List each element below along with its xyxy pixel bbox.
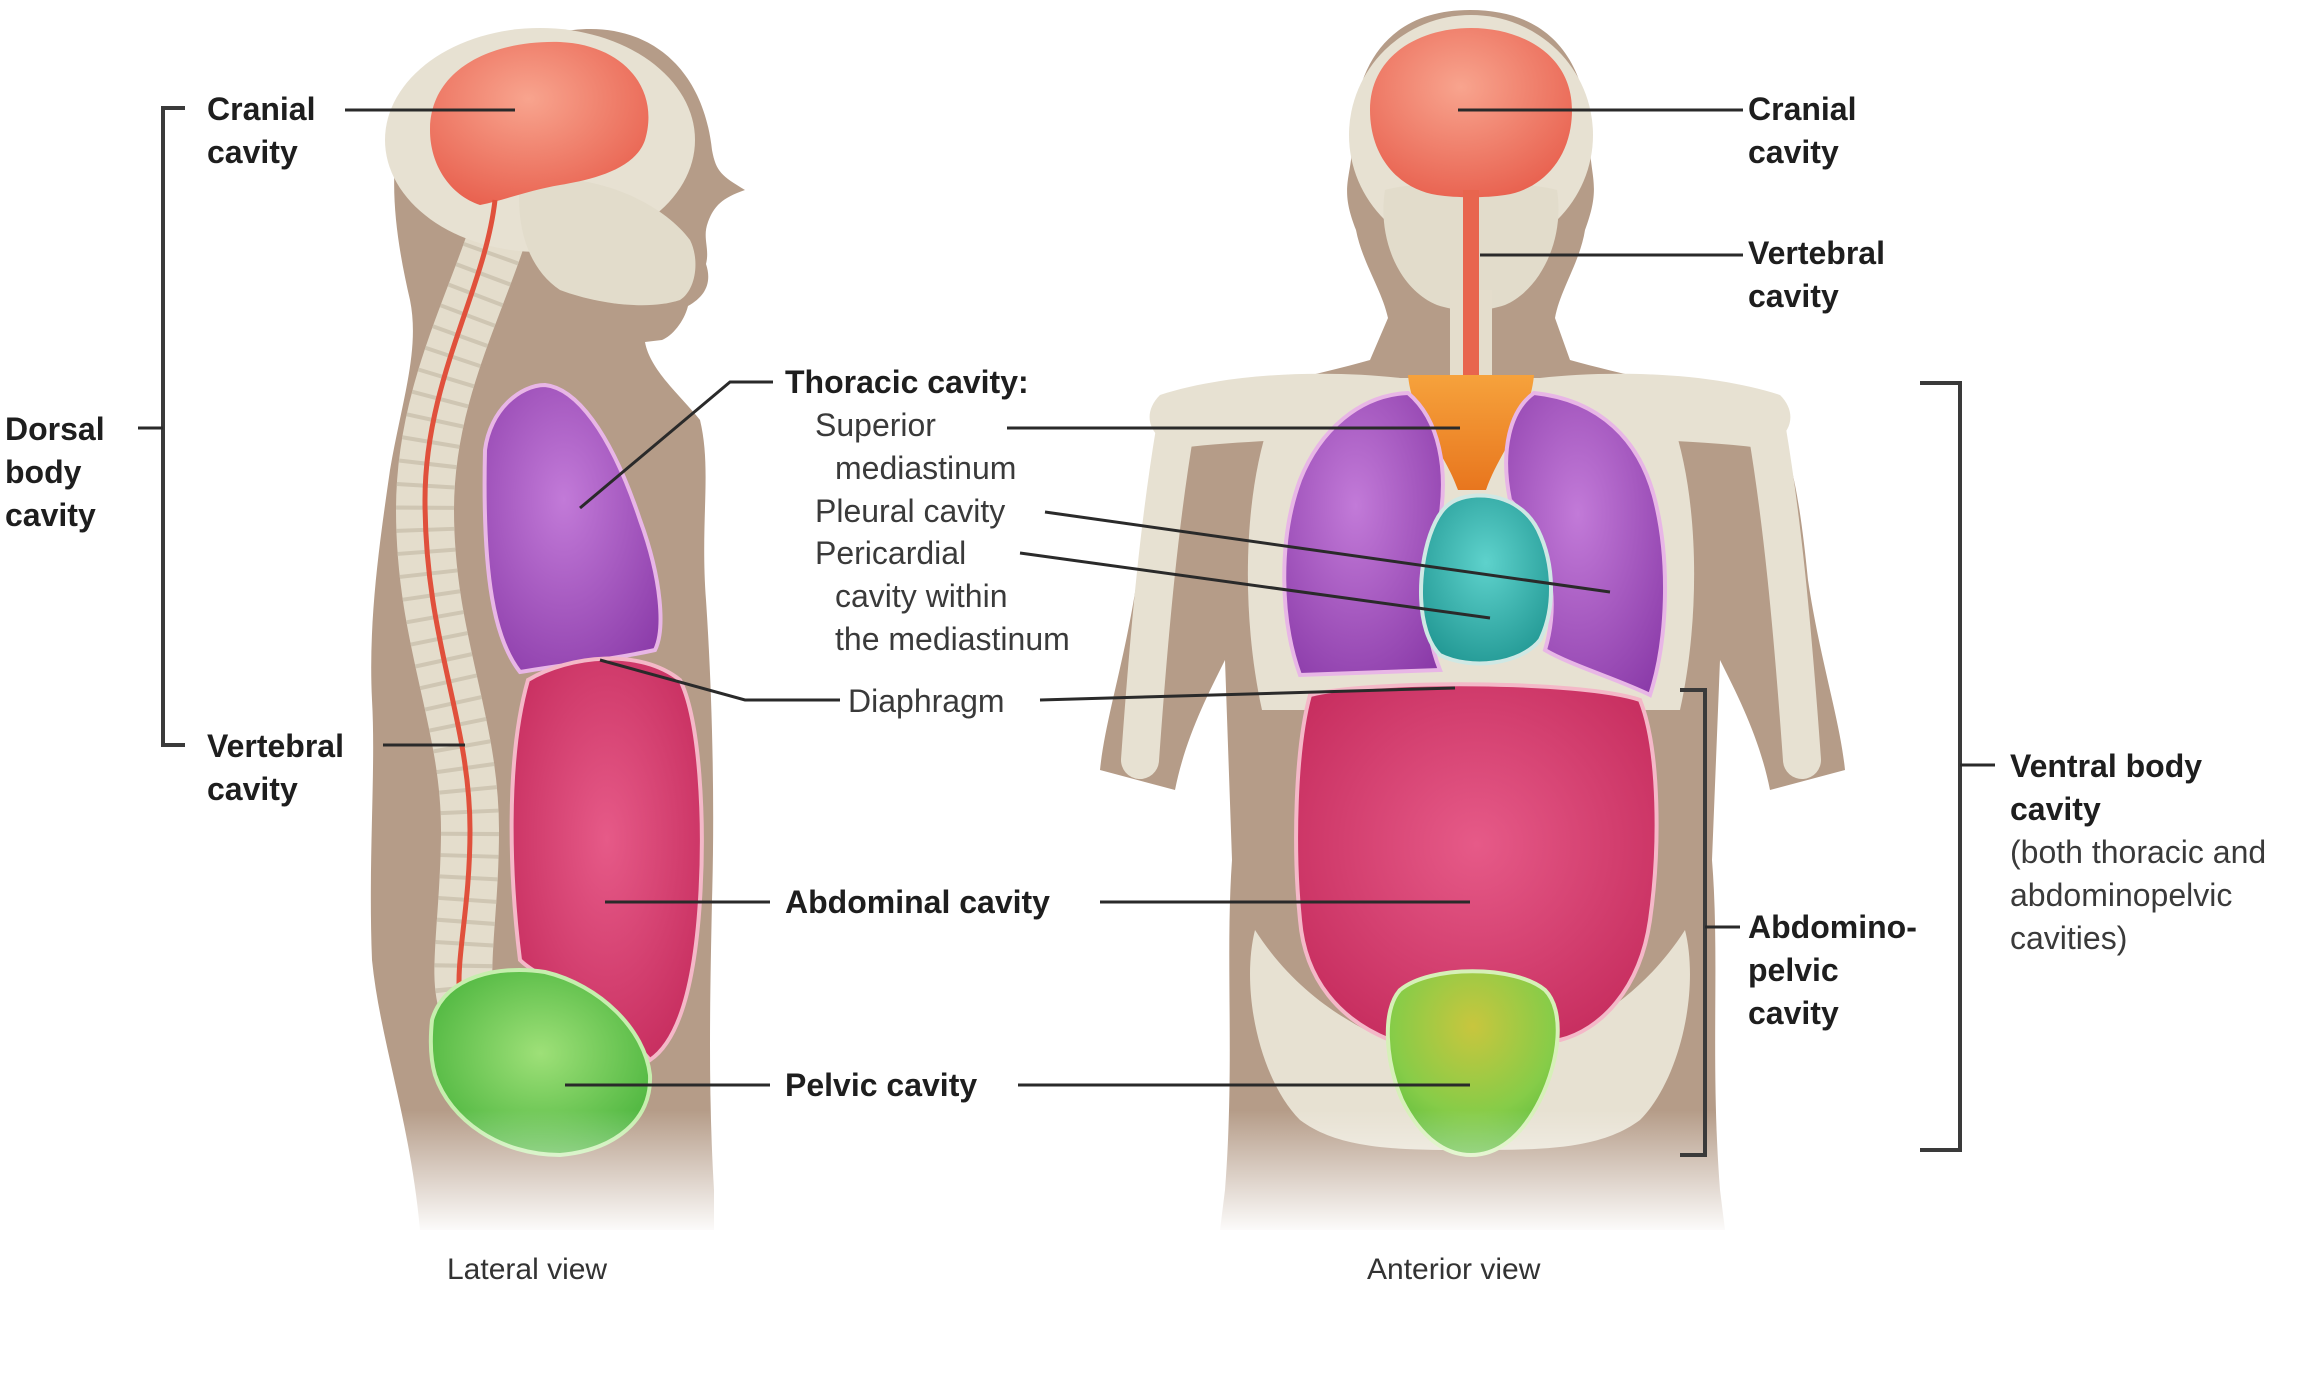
label-dorsal-body-cavity: Dorsal body cavity: [5, 408, 105, 537]
label-line: cavity: [2010, 791, 2101, 827]
abdominopelvic-bracket: [1680, 688, 1707, 1157]
thoracic-line: [579, 380, 773, 510]
label-line: body: [5, 454, 82, 490]
label-line: the mediastinum: [835, 621, 1070, 657]
label-pericardial-cavity: Pericardial cavity within the mediastinu…: [815, 532, 1070, 661]
label-line: (both thoracic and: [2010, 834, 2267, 870]
anterior-pelvis: [1250, 930, 1690, 1150]
ventral-bracket: [1920, 381, 1962, 1152]
label-line: Ventral body: [2010, 748, 2203, 784]
anterior-view-figure: [1100, 10, 1860, 1235]
label-diaphragm: Diaphragm: [848, 683, 1005, 719]
label-line: Dorsal: [5, 411, 105, 447]
leader-lines: [138, 106, 1995, 1157]
anterior-cranial-cavity: [1370, 28, 1572, 198]
label-line: Superior: [815, 407, 936, 443]
label-pelvic-cavity: Pelvic cavity: [785, 1067, 978, 1103]
label-line: cavity: [207, 771, 298, 807]
pericardial-line: [1019, 551, 1491, 620]
lateral-view-figure: [370, 28, 745, 1235]
lateral-face-bones: [519, 178, 696, 306]
diaphragm-line-left: [599, 658, 840, 702]
label-thoracic-cavity: Thoracic cavity:: [785, 364, 1029, 400]
lateral-fade: [370, 1110, 730, 1235]
label-ventral-note: (both thoracic and abdominopelvic caviti…: [2010, 831, 2266, 960]
label-line: Abdomino-: [1748, 909, 1917, 945]
label-line: Pericardial: [815, 535, 967, 571]
label-line: cavity: [1748, 995, 1839, 1031]
anterior-fade: [1100, 1110, 1860, 1235]
lateral-cranial-cavity: [430, 41, 649, 205]
label-line: cavity: [5, 497, 96, 533]
label-vertebral-cavity-left: Vertebral cavity: [207, 725, 344, 811]
label-line: cavity: [1748, 278, 1839, 314]
label-line: Cranial: [207, 91, 316, 127]
dorsal-bracket: [161, 106, 185, 747]
anterior-right-pleural-cavity: [1504, 390, 1667, 698]
label-line: cavities): [2010, 920, 2128, 956]
lateral-thoracic-cavity: [482, 382, 663, 675]
label-line: cavity: [1748, 134, 1839, 170]
lateral-spinal-cord: [422, 199, 498, 1001]
diaphragm-line-right: [1039, 686, 1456, 702]
label-line: Vertebral: [207, 728, 344, 764]
label-superior-mediastinum: Superior mediastinum: [815, 404, 1016, 490]
label-line: cavity: [207, 134, 298, 170]
anterior-pericardial-cavity: [1419, 493, 1553, 666]
label-line: mediastinum: [835, 450, 1017, 486]
label-abdominal-cavity: Abdominal cavity: [785, 884, 1050, 920]
pleural-line: [1044, 510, 1611, 594]
label-line: Vertebral: [1748, 235, 1885, 271]
caption-lateral-view: Lateral view: [447, 1253, 608, 1286]
label-cranial-cavity-left: Cranial cavity: [207, 88, 315, 174]
label-abdominopelvic-cavity: Abdomino- pelvic cavity: [1748, 906, 1917, 1035]
label-cranial-cavity-right: Cranial cavity: [1748, 88, 1856, 174]
lateral-abdominal-cavity: [509, 656, 704, 1063]
anterior-abdominal-cavity: [1294, 682, 1659, 1042]
anterior-left-arm-bone: [1121, 411, 1194, 779]
caption-anterior-view: Anterior view: [1367, 1253, 1541, 1286]
anterior-right-arm-bone: [1748, 411, 1821, 779]
label-line: cavity within: [835, 578, 1008, 614]
label-pleural-cavity: Pleural cavity: [815, 493, 1006, 529]
label-ventral-body-cavity: Ventral body cavity: [2010, 745, 2202, 831]
label-line: Cranial: [1748, 91, 1857, 127]
label-line: abdominopelvic: [2010, 877, 2233, 913]
label-line: pelvic: [1748, 952, 1839, 988]
label-vertebral-cavity-right: Vertebral cavity: [1748, 232, 1885, 318]
anterior-superior-mediastinum: [1408, 375, 1534, 490]
